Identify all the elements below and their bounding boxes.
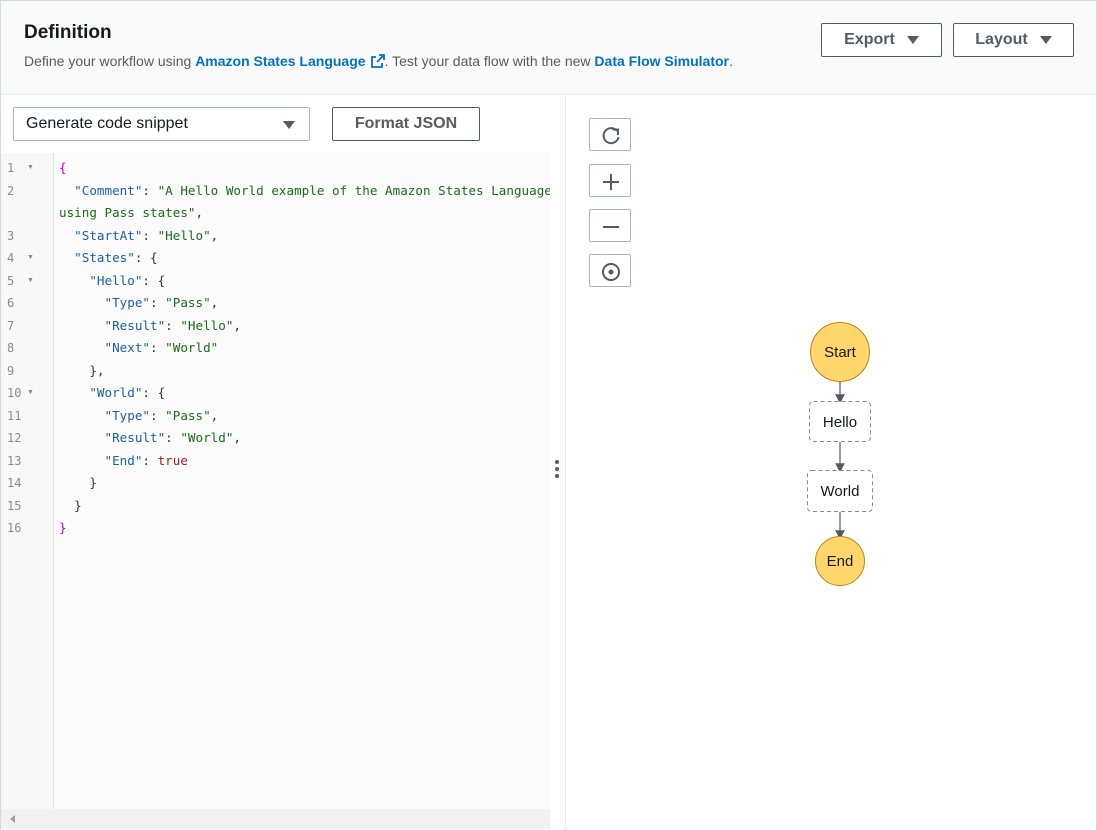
- code-line: "Type": "Pass",: [104, 295, 219, 310]
- line-number: 1: [7, 161, 15, 175]
- line-number: 5: [7, 274, 15, 288]
- panel-header: Definition Define your workflow using Am…: [1, 1, 1096, 95]
- minus-icon: [603, 226, 619, 228]
- fold-toggle-icon[interactable]: ▼: [27, 277, 34, 284]
- line-number: 16: [7, 521, 22, 535]
- code-line: "Hello": {: [89, 273, 166, 288]
- center-graph-button[interactable]: [589, 254, 631, 287]
- editor-toolbar: Generate code snippet Format JSON: [1, 96, 550, 153]
- export-button[interactable]: Export: [821, 23, 942, 57]
- fold-toggle-icon[interactable]: ▼: [27, 164, 34, 171]
- line-number: 11: [7, 409, 22, 423]
- desc-suffix: .: [729, 53, 733, 69]
- external-link-icon[interactable]: [370, 54, 385, 68]
- pane-resize-handle[interactable]: [550, 96, 566, 830]
- code-line: {: [59, 160, 67, 175]
- line-number: 12: [7, 431, 22, 445]
- code-line: "Next": "World": [104, 340, 219, 355]
- editor-pane: Generate code snippet Format JSON 1 ▼ 2 3…: [1, 96, 552, 830]
- snippet-select-value: Generate code snippet: [26, 115, 188, 132]
- zoom-out-button[interactable]: [589, 209, 631, 242]
- line-number: 7: [7, 319, 15, 333]
- code-line: }: [59, 498, 82, 513]
- code-line: "States": {: [74, 250, 158, 265]
- caret-down-icon: [1039, 36, 1052, 44]
- workflow-graph: Start Hello World End: [807, 322, 873, 586]
- panel-description: Define your workflow using Amazon States…: [24, 53, 733, 69]
- horizontal-scrollbar[interactable]: [1, 809, 550, 829]
- hello-node-label: Hello: [823, 414, 857, 431]
- code-line: using Pass states",: [59, 205, 204, 220]
- code-line: "End": true: [104, 453, 188, 468]
- format-json-button[interactable]: Format JSON: [332, 107, 480, 141]
- code-line: "Result": "Hello",: [104, 318, 242, 333]
- line-number: 3: [7, 229, 15, 243]
- line-gutter: 1▼ 2 3 4▼ 5▼ 6 7 8 9 10▼ 11 12 13 14 15 …: [1, 153, 54, 809]
- graph-pane: Start Hello World End: [567, 96, 1096, 830]
- code-line: "StartAt": "Hello",: [74, 228, 219, 243]
- zoom-in-button[interactable]: [589, 164, 631, 197]
- drag-handle-icon: [555, 467, 559, 471]
- line-number: 2: [7, 184, 15, 198]
- line-number: 14: [7, 476, 22, 490]
- desc-middle: . Test your data flow with the new: [384, 53, 595, 69]
- scroll-left-icon[interactable]: [10, 815, 15, 823]
- code-line: }: [59, 475, 97, 490]
- code-line: }: [59, 520, 67, 535]
- code-line: "Type": "Pass",: [104, 408, 219, 423]
- refresh-graph-button[interactable]: [589, 118, 631, 151]
- end-node[interactable]: End: [815, 536, 865, 586]
- line-number: 13: [7, 454, 22, 468]
- code-line: "World": {: [89, 385, 166, 400]
- export-label: Export: [844, 31, 895, 48]
- fold-toggle-icon[interactable]: ▼: [27, 254, 34, 261]
- code-editor[interactable]: 1▼ 2 3 4▼ 5▼ 6 7 8 9 10▼ 11 12 13 14 15 …: [1, 153, 552, 809]
- line-number: 10: [7, 386, 22, 400]
- plus-icon: [603, 174, 619, 190]
- center-icon: [602, 263, 620, 281]
- data-flow-simulator-link[interactable]: Data Flow Simulator: [594, 53, 729, 69]
- world-state-node[interactable]: World: [807, 470, 873, 512]
- start-node-label: Start: [824, 344, 857, 361]
- layout-label: Layout: [975, 31, 1028, 48]
- code-content[interactable]: { "Comment": "A Hello World example of t…: [54, 153, 552, 809]
- hello-state-node[interactable]: Hello: [809, 401, 871, 442]
- desc-prefix: Define your workflow using: [24, 53, 196, 69]
- line-number: 6: [7, 296, 15, 310]
- code-line: },: [59, 363, 105, 378]
- generate-code-snippet-select[interactable]: Generate code snippet: [13, 107, 310, 141]
- line-number: 9: [7, 364, 15, 378]
- caret-down-icon: [283, 121, 295, 129]
- line-number: 4: [7, 251, 15, 265]
- world-node-label: World: [821, 483, 860, 500]
- start-node[interactable]: Start: [810, 322, 870, 382]
- asl-link[interactable]: Amazon States Language: [195, 53, 366, 69]
- layout-button[interactable]: Layout: [953, 23, 1074, 57]
- fold-toggle-icon[interactable]: ▼: [27, 389, 34, 396]
- caret-down-icon: [906, 36, 919, 44]
- code-line: "Result": "World",: [104, 430, 242, 445]
- refresh-icon: [602, 127, 620, 145]
- line-number: 8: [7, 341, 15, 355]
- drag-handle-icon: [555, 474, 559, 478]
- end-node-label: End: [827, 553, 854, 570]
- panel-title: Definition: [24, 22, 112, 43]
- line-number: 15: [7, 499, 22, 513]
- drag-handle-icon: [555, 460, 559, 464]
- code-line: "Comment": "A Hello World example of the…: [74, 183, 552, 198]
